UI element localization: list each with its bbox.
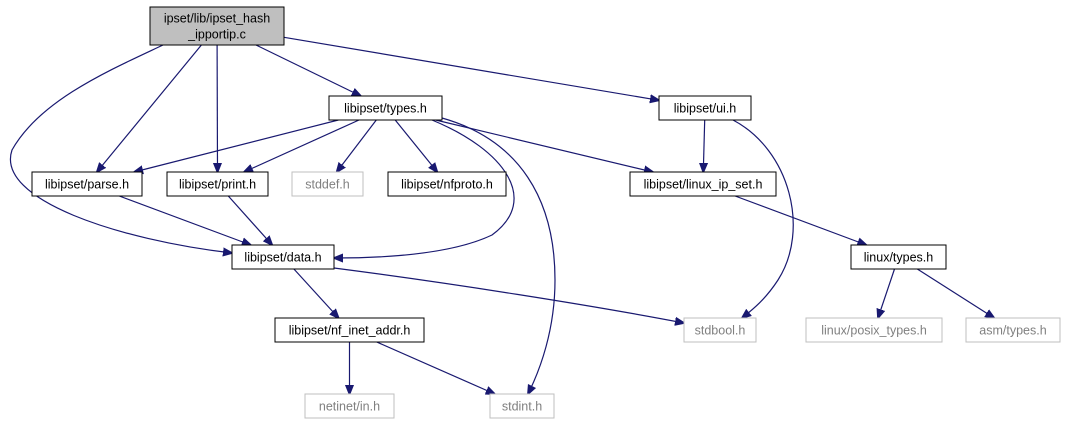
edge-types-to-data — [334, 119, 515, 258]
edge-types-to-stdint — [441, 117, 556, 394]
node-box — [166, 171, 269, 197]
node-label: libipset/nf_inet_addr.h — [289, 324, 411, 338]
node-box — [274, 317, 425, 343]
edge-root-to-parse — [97, 44, 202, 172]
edge-print-to-data — [227, 195, 272, 245]
edge-data-to-stdbool — [333, 267, 684, 323]
node-box — [629, 171, 777, 197]
node-label: libipset/ui.h — [674, 102, 737, 116]
node-nf_inet_addr[interactable]: libipset/nf_inet_addr.h — [274, 317, 425, 343]
edges-layer — [9, 36, 994, 394]
node-box — [850, 244, 947, 270]
node-box — [231, 244, 335, 270]
node-label: stdint.h — [502, 400, 542, 414]
node-label: libipset/nfproto.h — [401, 178, 493, 192]
node-root[interactable]: ipset/lib/ipset_hash _ipportip.c — [149, 6, 285, 46]
node-box — [387, 171, 507, 197]
node-print[interactable]: libipset/print.h — [166, 171, 269, 197]
node-label: libipset/print.h — [179, 178, 256, 192]
node-label: libipset/types.h — [344, 102, 427, 116]
node-label: libipset/linux_ip_set.h — [644, 178, 763, 192]
edge-types-to-stddef — [337, 119, 377, 172]
node-netinet_in: netinet/in.h — [304, 393, 395, 419]
edge-data-to-nf_inet_addr — [293, 268, 339, 318]
node-label: ipset/lib/ipset_hash — [164, 12, 270, 26]
node-box — [149, 6, 285, 46]
node-data[interactable]: libipset/data.h — [231, 244, 335, 270]
node-label: linux/posix_types.h — [821, 324, 927, 338]
edge-root-to-types — [255, 44, 361, 96]
node-stdbool: stdbool.h — [683, 317, 757, 343]
edge-linux_ip_set-to-linux_types — [734, 195, 866, 245]
node-asm_types: asm/types.h — [965, 317, 1061, 343]
node-stddef: stddef.h — [291, 171, 364, 197]
edge-types-to-parse — [134, 119, 339, 172]
node-box — [683, 317, 757, 343]
node-box — [291, 171, 364, 197]
node-label: libipset/data.h — [244, 251, 321, 265]
edge-parse-to-data — [118, 195, 251, 245]
node-box — [304, 393, 395, 419]
node-box — [658, 95, 752, 121]
node-posix_types: linux/posix_types.h — [805, 317, 943, 343]
node-label: asm/types.h — [979, 324, 1046, 338]
node-linux_types[interactable]: linux/types.h — [850, 244, 947, 270]
edge-ui-to-stdbool — [732, 119, 794, 318]
node-label: netinet/in.h — [319, 400, 380, 414]
node-label: linux/types.h — [864, 251, 934, 265]
node-types[interactable]: libipset/types.h — [328, 95, 443, 121]
node-box — [489, 393, 555, 419]
node-linux_ip_set[interactable]: libipset/linux_ip_set.h — [629, 171, 777, 197]
edge-nf_inet_addr-to-stdint — [376, 341, 495, 394]
node-box — [31, 171, 143, 197]
node-label: stdbool.h — [695, 324, 746, 338]
edge-types-to-print — [244, 119, 360, 172]
edge-root-to-ui — [283, 36, 659, 100]
edge-linux_types-to-asm_types — [916, 268, 994, 318]
edge-root-to-data — [9, 44, 232, 253]
node-parse[interactable]: libipset/parse.h — [31, 171, 143, 197]
edge-types-to-nfproto — [394, 119, 437, 172]
edge-ui-to-linux_ip_set — [703, 119, 704, 172]
node-label: libipset/parse.h — [45, 178, 129, 192]
node-stdint: stdint.h — [489, 393, 555, 419]
node-box — [965, 317, 1061, 343]
nodes-layer: ipset/lib/ipset_hash _ipportip.c libipset/… — [31, 6, 1061, 419]
node-box — [328, 95, 443, 121]
edge-linux_types-to-posix_types — [878, 268, 896, 318]
node-box — [805, 317, 943, 343]
node-nfproto[interactable]: libipset/nfproto.h — [387, 171, 507, 197]
node-ui[interactable]: libipset/ui.h — [658, 95, 752, 121]
node-label: _ipportip.c — [187, 28, 246, 42]
node-label: stddef.h — [305, 178, 350, 192]
